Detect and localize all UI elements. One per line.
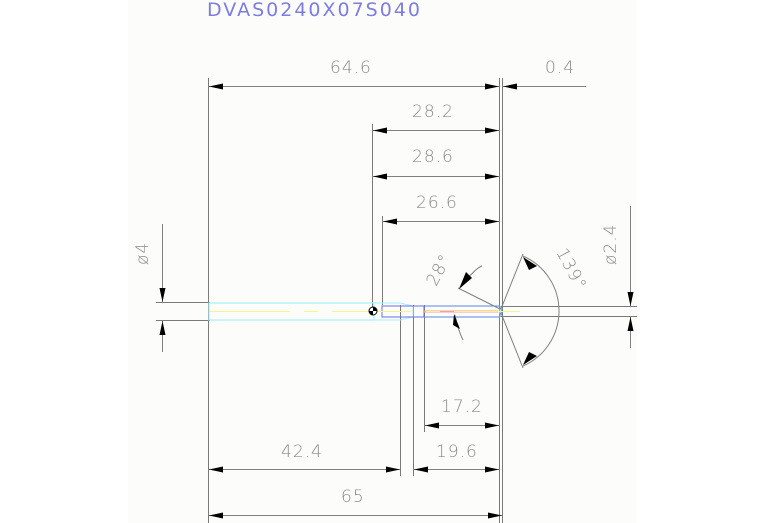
center-mark-icon: [368, 306, 378, 316]
dim-diameter-2-4: ø2.4: [601, 224, 621, 265]
dim-angle-28: 28°: [423, 251, 456, 290]
part-number-title: DVAS0240X07S040: [207, 0, 422, 21]
dim-19-6: 19.6: [436, 442, 478, 462]
dim-angle-139: 139°: [552, 245, 591, 294]
dim-17-2: 17.2: [441, 397, 483, 417]
dim-diameter-4: ø4: [133, 242, 153, 265]
dim-42-4: 42.4: [281, 442, 323, 462]
dim-28-2: 28.2: [412, 102, 454, 122]
dim-65: 65: [341, 487, 365, 507]
dim-0-4: 0.4: [545, 58, 575, 78]
dim-28-6: 28.6: [412, 147, 454, 167]
angle-139-annotation: [500, 253, 560, 369]
dim-26-6: 26.6: [416, 193, 458, 213]
drill-body: [208, 302, 520, 321]
dim-64-6: 64.6: [330, 58, 372, 78]
angle-28-annotation: [453, 265, 501, 341]
dimension-lines: [159, 83, 634, 519]
extension-lines: [156, 78, 637, 523]
